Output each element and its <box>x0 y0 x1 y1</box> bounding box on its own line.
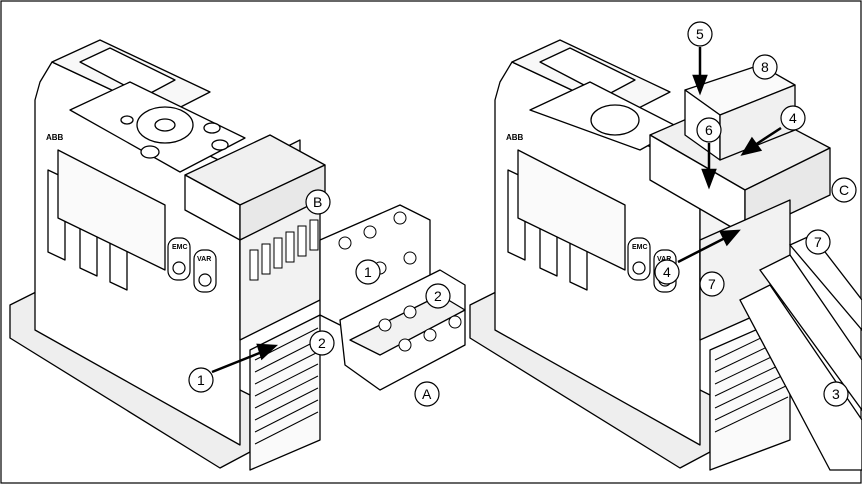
brand-logo-right: ABB <box>506 133 524 142</box>
callouts-right <box>654 21 857 407</box>
callout-C: C <box>839 182 849 198</box>
brand-logo-left: ABB <box>46 133 64 142</box>
callout-A: A <box>422 386 432 402</box>
callout-1b-left: 1 <box>364 264 372 280</box>
arrow-4-bottom <box>677 236 726 264</box>
emc-var-switches-left <box>167 237 217 293</box>
callouts-left <box>188 189 451 407</box>
callout-1a-left: 1 <box>197 372 205 388</box>
callout-2a-left: 2 <box>318 335 326 351</box>
emc-label-left: EMC <box>172 244 188 251</box>
callout-4-bottom: 4 <box>663 264 671 280</box>
callout-5: 5 <box>696 26 704 42</box>
grille-left <box>254 327 319 445</box>
callout-6: 6 <box>705 122 713 138</box>
terminal-screws-left <box>249 219 319 281</box>
arrowhead-6 <box>701 168 717 190</box>
arrowhead-4-bottom <box>719 229 741 247</box>
arrowhead-1-left <box>256 343 279 361</box>
var-label-left: VAR <box>197 256 211 263</box>
callout-7a: 7 <box>814 234 822 250</box>
callout-arrow-1-left <box>211 350 263 374</box>
arrowhead-4-top <box>740 136 763 156</box>
var-label-right: VAR <box>657 256 671 263</box>
callout-2b-left: 2 <box>434 288 442 304</box>
arrowhead-5 <box>692 74 708 96</box>
arrow-4-top <box>754 126 782 147</box>
emc-label-right: EMC <box>632 244 648 251</box>
cables-right <box>739 234 862 471</box>
callout-7b: 7 <box>708 276 716 292</box>
callout-3: 3 <box>832 386 840 402</box>
callout-8: 8 <box>761 59 769 75</box>
callout-B: B <box>313 194 322 210</box>
callout-4-top: 4 <box>789 110 797 126</box>
